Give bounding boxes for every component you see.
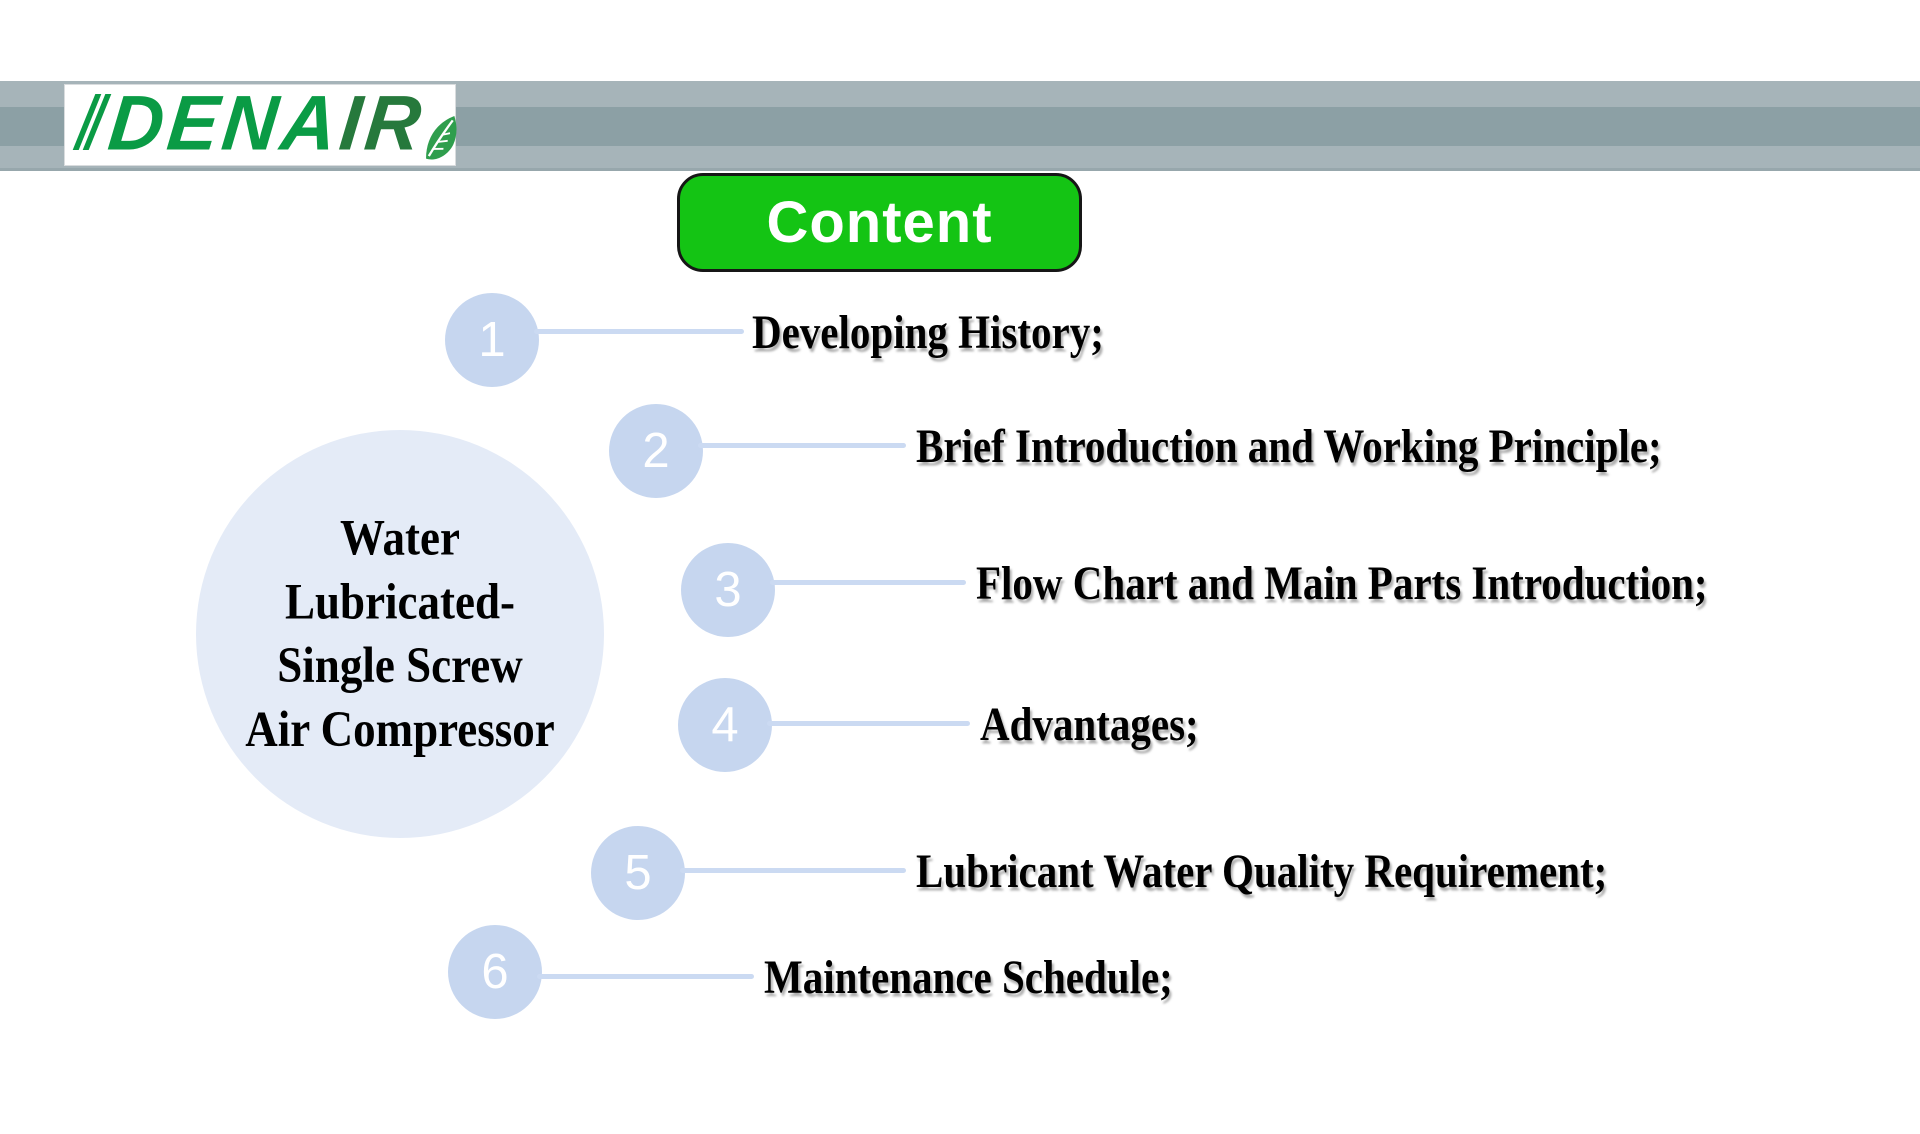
- item-1-circle: 1: [445, 293, 539, 387]
- leaf-icon: [426, 115, 457, 160]
- hub-title-line-1: Water: [340, 509, 460, 566]
- item-5-circle: 5: [591, 826, 685, 920]
- item-6-number: 6: [481, 945, 509, 999]
- hub-circle: Water Lubricated- Single Screw Air Compr…: [196, 430, 604, 838]
- item-3-label: Flow Chart and Main Parts Introduction;: [976, 556, 1708, 610]
- item-4-label: Advantages;: [980, 697, 1199, 751]
- item-5-label: Lubricant Water Quality Requirement;: [916, 844, 1608, 898]
- item-6-circle: 6: [448, 925, 542, 1019]
- item-1-label: Developing History;: [752, 305, 1104, 359]
- hub-title-line-3: Single Screw: [277, 637, 523, 694]
- stripe-light-bottom: [0, 146, 1920, 168]
- content-title-label: Content: [766, 190, 993, 255]
- item-3-connector: [770, 580, 966, 585]
- item-1-connector: [534, 329, 744, 334]
- denair-logo: DENAIR: [64, 80, 457, 167]
- item-2-circle: 2: [609, 404, 703, 498]
- denair-logo-lockup: DENAIR: [72, 80, 457, 167]
- logo-text-primary: DENA: [104, 80, 345, 167]
- item-2-label: Brief Introduction and Working Principle…: [916, 419, 1662, 473]
- item-3-number: 3: [714, 563, 742, 617]
- hub-title: Water Lubricated- Single Screw Air Compr…: [196, 506, 604, 761]
- stripe-bottom-edge: [0, 168, 1920, 171]
- item-4-connector: [767, 721, 970, 726]
- item-2-connector: [698, 443, 906, 448]
- item-6-connector: [537, 974, 754, 979]
- logo-text-secondary: IR: [335, 80, 429, 167]
- item-5-connector: [680, 868, 906, 873]
- hub-title-line-4: Air Compressor: [245, 701, 555, 758]
- item-4-circle: 4: [678, 678, 772, 772]
- logo-wordmark: DENAIR: [104, 80, 457, 167]
- hub-title-line-2: Lubricated-: [285, 573, 515, 630]
- item-5-number: 5: [624, 846, 652, 900]
- item-3-circle: 3: [681, 543, 775, 637]
- item-6-label: Maintenance Schedule;: [764, 950, 1173, 1004]
- item-4-number: 4: [711, 698, 739, 752]
- item-1-number: 1: [478, 313, 506, 367]
- content-title-button: Content: [677, 173, 1082, 272]
- item-2-number: 2: [642, 424, 670, 478]
